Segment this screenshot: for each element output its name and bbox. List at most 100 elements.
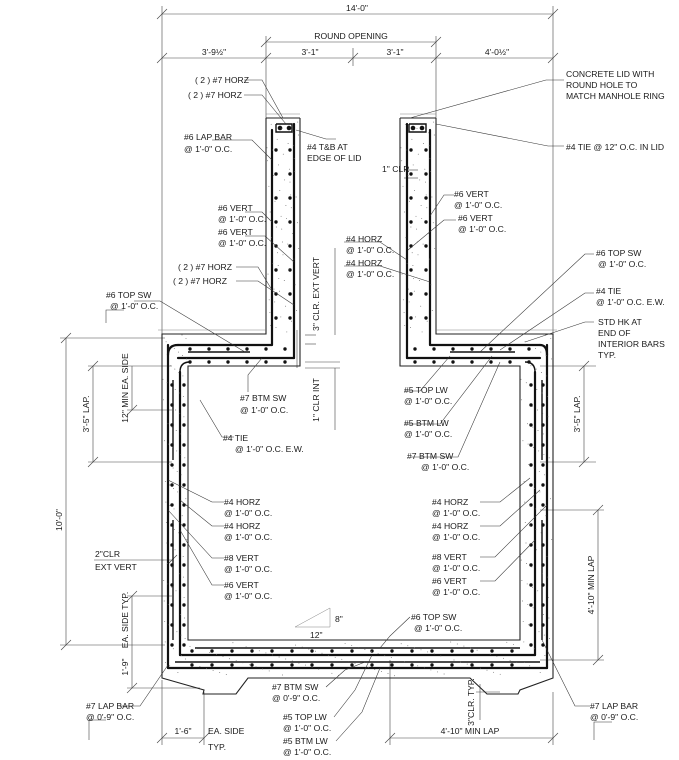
concrete-stipple	[412, 265, 414, 266]
rebar-section-dot	[182, 383, 186, 387]
concrete-stipple	[268, 299, 270, 301]
concrete-stipple	[196, 648, 198, 649]
label-r4h1-a: #4 HORZ	[346, 234, 382, 244]
concrete-stipple	[181, 334, 183, 336]
label-toplw-a: #5 TOP LW	[404, 385, 449, 395]
label-r4h1-b: @ 1'-0" O.C.	[346, 245, 394, 255]
concrete-stipple	[176, 470, 178, 472]
rebar-section-dot	[170, 583, 174, 587]
concrete-stipple	[285, 205, 287, 207]
concrete-stipple	[163, 600, 165, 602]
dim-left-top: 3'-9½"	[202, 47, 226, 57]
concrete-stipple	[172, 467, 174, 469]
concrete-stipple	[269, 211, 271, 213]
concrete-stipple	[545, 515, 547, 517]
rebar-section-dot	[288, 220, 292, 224]
concrete-stipple	[443, 673, 445, 675]
concrete-stipple	[421, 217, 423, 219]
concrete-stipple	[321, 652, 323, 654]
label-rb4h2-a: #4 HORZ	[432, 521, 468, 531]
dim-lap-left: 3'-5" LAP.	[81, 395, 91, 432]
dim-opening-left: 3'-1"	[301, 47, 318, 57]
concrete-stipple	[535, 368, 537, 370]
concrete-stipple	[177, 491, 179, 493]
concrete-stipple	[181, 655, 182, 656]
rebar-section-dot	[170, 443, 174, 447]
concrete-stipple	[540, 532, 542, 534]
dim-min-ea-side: 12" MIN EA. SIDE	[120, 353, 130, 423]
concrete-stipple	[184, 638, 186, 639]
concrete-stipple	[549, 638, 550, 639]
rebar-section-dot	[529, 423, 533, 427]
label-rb6v-b: @ 1'-0" O.C.	[432, 587, 480, 597]
concrete-stipple	[173, 348, 175, 350]
concrete-stipple	[410, 226, 412, 228]
rebar-section-dot	[470, 347, 474, 351]
concrete-stipple	[280, 316, 282, 318]
concrete-stipple	[192, 663, 194, 665]
concrete-stipple	[278, 164, 279, 166]
concrete-stipple	[437, 671, 438, 673]
concrete-stipple	[281, 128, 283, 130]
label-l6v1-b: @ 1'-0" O.C.	[218, 214, 266, 224]
rebar-section-dot	[264, 347, 268, 351]
rebar-section-dot	[288, 148, 292, 152]
label-lid-c: MATCH MANHOLE RING	[566, 91, 665, 101]
concrete-stipple	[294, 170, 296, 172]
dim-slope-8: 8"	[335, 614, 343, 624]
concrete-stipple	[172, 447, 174, 448]
concrete-stipple	[171, 406, 173, 408]
concrete-stipple	[169, 484, 170, 486]
rebar-section-dot	[529, 523, 533, 527]
label-horz-7-d: ( 2 ) #7 HORZ	[173, 276, 227, 286]
concrete-stipple	[248, 664, 250, 666]
concrete-stipple	[426, 207, 428, 209]
concrete-stipple	[165, 501, 167, 503]
concrete-stipple	[543, 614, 545, 616]
concrete-stipple	[413, 277, 415, 279]
concrete-stipple	[295, 644, 297, 646]
rebar-section-dot	[288, 196, 292, 200]
rebar-section-dot	[451, 360, 455, 364]
concrete-stipple	[548, 617, 550, 619]
label-l4h1-a: #4 HORZ	[224, 497, 260, 507]
label-btmlw-a: #5 BTM LW	[404, 418, 450, 428]
label-stdhk-c: INTERIOR BARS	[598, 339, 665, 349]
rebar-section-dot	[370, 649, 374, 653]
concrete-stipple	[182, 556, 184, 558]
concrete-stipple	[542, 412, 544, 414]
rebar-section-dot	[529, 483, 533, 487]
concrete-stipple	[406, 262, 408, 264]
rebar-section-dot	[508, 347, 512, 351]
concrete-stipple	[430, 284, 432, 286]
concrete-stipple	[522, 620, 524, 622]
concrete-stipple	[179, 573, 181, 575]
concrete-stipple	[168, 624, 170, 626]
concrete-stipple	[275, 327, 277, 329]
concrete-stipple	[294, 284, 296, 286]
concrete-stipple	[357, 646, 359, 648]
concrete-stipple	[296, 222, 298, 224]
concrete-stipple	[422, 143, 424, 144]
concrete-stipple	[286, 217, 287, 219]
rebar-section-dot	[170, 383, 174, 387]
concrete-stipple	[530, 525, 532, 527]
concrete-stipple	[493, 671, 495, 673]
concrete-stipple	[275, 226, 277, 228]
concrete-stipple	[290, 207, 292, 209]
concrete-stipple	[456, 643, 458, 645]
concrete-stipple	[169, 505, 171, 506]
concrete-stipple	[538, 470, 540, 472]
label-l6v1-a: #6 VERT	[218, 203, 253, 213]
concrete-stipple	[535, 348, 537, 350]
concrete-stipple	[269, 312, 271, 314]
concrete-stipple	[182, 395, 184, 397]
concrete-stipple	[189, 645, 191, 647]
label-rb4h1-b: @ 1'-0" O.C.	[432, 508, 480, 518]
concrete-stipple	[430, 170, 432, 172]
concrete-stipple	[163, 440, 165, 442]
concrete-stipple	[423, 667, 425, 669]
rebar-section-dot	[170, 543, 174, 547]
dim-clr-int: 1" CLR INT	[311, 377, 321, 421]
label-btmsw-b: @ 1'-0" O.C.	[240, 405, 288, 415]
